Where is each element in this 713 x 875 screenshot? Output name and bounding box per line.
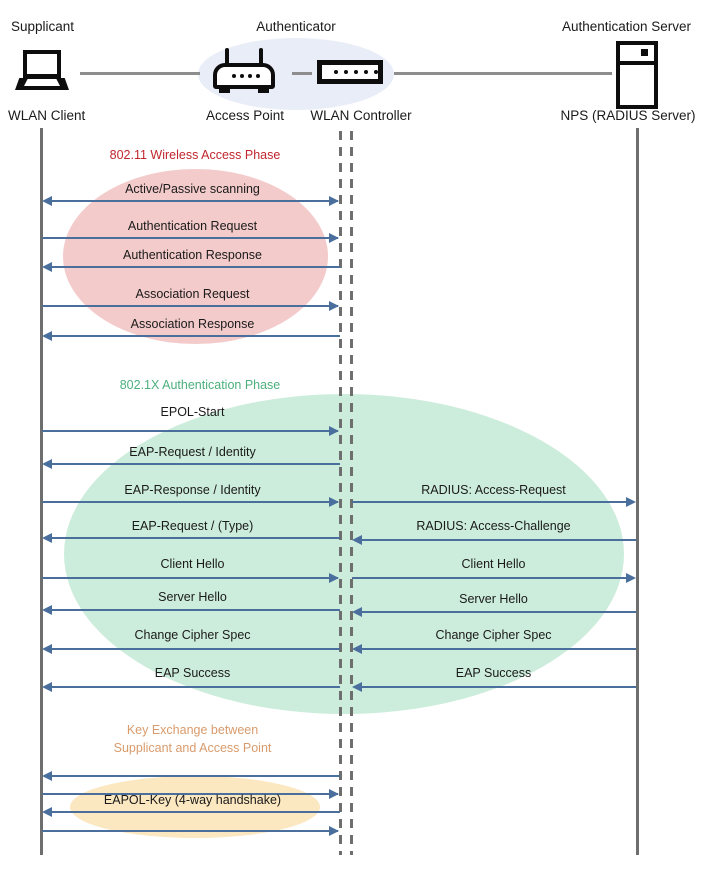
arrow-head-left-icon — [352, 644, 362, 654]
arrow-head-right-icon — [626, 497, 636, 507]
message-label: Server Hello — [459, 592, 528, 606]
actor-role-authentication-server: Authentication Server — [561, 19, 692, 34]
actor-role-supplicant: Supplicant — [11, 19, 75, 34]
message-arrow — [358, 539, 636, 541]
actor-device-nps-radius-server: NPS (RADIUS Server) — [560, 108, 696, 123]
message-arrow — [48, 335, 340, 337]
phase-label-key-exchange-line2: Supplicant and Access Point — [113, 741, 272, 755]
phase-ellipse-dot1x — [64, 394, 624, 714]
message-label: EPOL-Start — [160, 405, 225, 419]
message-label: Association Response — [130, 317, 255, 331]
arrow-head-left-icon — [42, 682, 52, 692]
arrow-head-left-icon — [42, 459, 52, 469]
arrow-head-left-icon — [42, 807, 52, 817]
message-arrow — [42, 577, 338, 579]
message-arrow — [48, 648, 340, 650]
message-label: Authentication Request — [127, 219, 258, 233]
message-label: EAP-Response / Identity — [124, 483, 261, 497]
arrow-head-left-icon — [42, 533, 52, 543]
arrow-head-right-icon — [329, 789, 339, 799]
message-label: EAP Success — [455, 666, 532, 680]
message-label: Client Hello — [461, 557, 526, 571]
link-client-to-ap — [80, 72, 200, 75]
link-controller-to-server — [394, 72, 612, 75]
message-label: Server Hello — [158, 590, 227, 604]
arrow-head-right-icon — [329, 497, 339, 507]
message-label: Association Request — [135, 287, 250, 301]
arrow-head-right-icon — [329, 826, 339, 836]
message-label: EAP Success — [154, 666, 231, 680]
message-arrow — [42, 793, 338, 795]
arrow-head-left-icon — [42, 644, 52, 654]
actor-device-wlan-client: WLAN Client — [8, 108, 86, 123]
message-arrow — [48, 609, 340, 611]
message-arrow — [48, 811, 340, 813]
message-arrow — [42, 501, 338, 503]
arrow-head-right-icon — [329, 426, 339, 436]
message-arrow — [48, 686, 340, 688]
arrow-head-left-icon — [42, 605, 52, 615]
message-arrow — [42, 830, 338, 832]
arrow-head-left-icon — [42, 331, 52, 341]
message-arrow — [42, 237, 338, 239]
lifeline-supplicant — [40, 128, 43, 855]
message-label: Change Cipher Spec — [435, 628, 552, 642]
phase-ellipse-wireless-access — [63, 169, 328, 344]
arrow-head-left-icon — [42, 262, 52, 272]
lifeline-authentication-server — [636, 128, 639, 855]
message-label: Client Hello — [160, 557, 225, 571]
message-arrow — [42, 305, 338, 307]
message-arrow — [48, 775, 340, 777]
message-arrow — [48, 463, 340, 465]
lifeline-access-point — [339, 131, 342, 855]
message-label: Authentication Response — [123, 248, 262, 262]
message-arrow — [352, 577, 634, 579]
message-label: EAP-Request / (Type) — [131, 519, 254, 533]
message-arrow — [48, 537, 340, 539]
arrow-head-left-icon — [42, 771, 52, 781]
link-ap-to-controller — [292, 72, 312, 75]
phase-ellipse-key-exchange — [70, 776, 320, 838]
server-icon — [616, 41, 658, 109]
access-point-icon — [213, 48, 275, 94]
message-arrow — [48, 266, 340, 268]
message-label: RADIUS: Access-Request — [421, 483, 566, 497]
wlan-controller-icon — [317, 60, 383, 84]
lifeline-wlan-controller — [350, 131, 353, 855]
laptop-icon — [15, 50, 69, 92]
arrow-head-left-icon — [42, 196, 52, 206]
message-label: EAP-Request / Identity — [129, 445, 256, 459]
arrow-head-left-icon — [352, 682, 362, 692]
actor-device-wlan-controller: WLAN Controller — [310, 108, 412, 123]
actor-device-access-point: Access Point — [205, 108, 285, 123]
arrow-head-left-icon — [352, 607, 362, 617]
arrow-head-right-icon — [329, 233, 339, 243]
message-label: RADIUS: Access-Challenge — [416, 519, 571, 533]
phase-label-key-exchange-line1: Key Exchange between — [126, 723, 259, 737]
message-label: Active/Passive scanning — [125, 182, 260, 196]
arrow-head-right-icon — [329, 196, 339, 206]
message-arrow — [358, 686, 636, 688]
message-arrow — [352, 501, 634, 503]
message-arrow — [358, 611, 636, 613]
message-label: EAPOL-Key (4-way handshake) — [103, 793, 282, 807]
arrow-head-right-icon — [329, 573, 339, 583]
phase-label-wireless-access: 802.11 Wireless Access Phase — [109, 148, 281, 162]
phase-label-dot1x: 802.1X Authentication Phase — [119, 378, 281, 392]
message-label: Change Cipher Spec — [134, 628, 251, 642]
arrow-head-right-icon — [329, 301, 339, 311]
actor-role-authenticator: Authenticator — [256, 19, 336, 34]
arrow-head-left-icon — [352, 535, 362, 545]
message-arrow — [358, 648, 636, 650]
message-arrow — [48, 200, 338, 202]
message-arrow — [42, 430, 338, 432]
arrow-head-right-icon — [626, 573, 636, 583]
